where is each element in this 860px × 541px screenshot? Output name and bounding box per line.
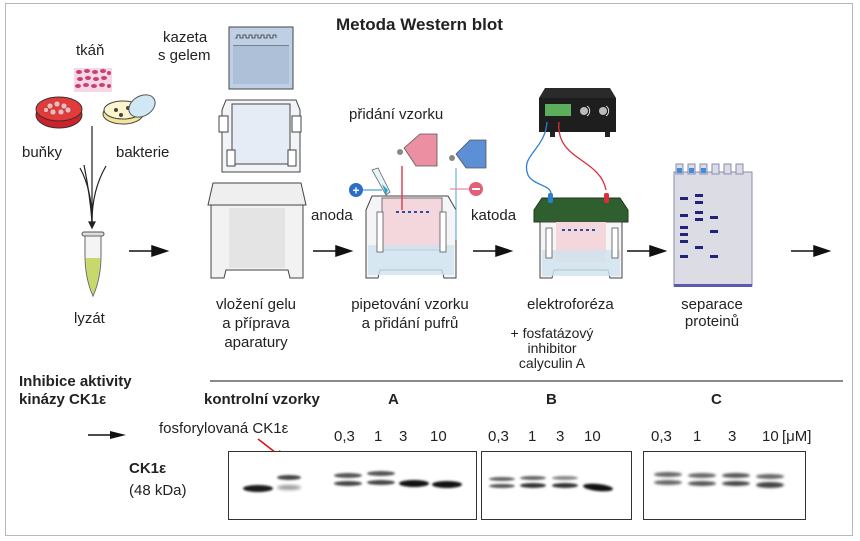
- band-b-2-upper: [520, 476, 546, 480]
- pipetting-apparatus-icon: +: [349, 133, 487, 279]
- phospho-label: fosforylovaná CK1ε: [159, 420, 289, 437]
- band-c-3-upper: [722, 473, 750, 478]
- band-b-1-upper: [489, 477, 515, 481]
- group-a-label: A: [388, 391, 399, 408]
- band-control-2-upper: [277, 475, 301, 480]
- blot-panel-b: [481, 451, 632, 520]
- band-a-3: [399, 480, 429, 487]
- gel-cassette-icon: [228, 26, 294, 90]
- cell-culture-dish-icon: [35, 96, 83, 129]
- band-a-1-lower: [334, 481, 362, 486]
- conc-a-3: 10: [430, 428, 447, 445]
- protein-label: CK1ε: [129, 460, 167, 477]
- band-a-2-lower: [367, 480, 395, 485]
- electrophoresis-tank-icon: [533, 193, 629, 279]
- left-arrow-icon: [88, 431, 126, 439]
- band-c-2-lower: [688, 481, 716, 486]
- conc-c-2: 3: [728, 428, 737, 445]
- label-cathode: katoda: [471, 207, 517, 224]
- band-b-3-lower: [552, 483, 578, 488]
- conc-a-0: 0,3: [334, 428, 355, 445]
- band-c-1-lower: [654, 480, 682, 485]
- band-b-1-lower: [489, 484, 515, 488]
- blot-panel-c: [643, 451, 806, 520]
- unit-label: [μM]: [782, 428, 812, 445]
- conc-c-0: 0,3: [651, 428, 672, 445]
- label-tissue: tkáň: [76, 42, 105, 59]
- inhibition-heading-2: kinázy CK1ε: [19, 391, 107, 408]
- label-gel-cassette-1: kazeta: [163, 29, 208, 46]
- svg-text:+: +: [352, 184, 359, 198]
- group-b-label: B: [546, 391, 557, 408]
- separated-gel-icon: [673, 163, 753, 287]
- conc-b-1: 1: [528, 428, 537, 445]
- conc-a-2: 3: [399, 428, 408, 445]
- label-electrophoresis: elektroforéza: [527, 296, 614, 313]
- band-c-2-upper: [688, 473, 716, 478]
- label-bacteria: bakterie: [116, 144, 170, 161]
- conc-b-0: 0,3: [488, 428, 509, 445]
- figure-title: Metoda Western blot: [336, 15, 503, 34]
- conc-a-1: 1: [374, 428, 383, 445]
- label-lysate: lyzát: [74, 310, 105, 327]
- label-sample-adding: přidání vzorku: [349, 106, 444, 123]
- band-a-1-upper: [334, 473, 362, 478]
- protein-mass-label: (48 kDa): [129, 482, 187, 499]
- label-anode: anoda: [311, 207, 353, 224]
- band-c-1-upper: [654, 472, 682, 477]
- band-c-3-lower: [722, 481, 750, 486]
- blot-panel-control-a: [228, 451, 477, 520]
- band-c-4-lower: [756, 482, 784, 488]
- power-supply-icon: [525, 88, 616, 194]
- label-gel-cassette-2: s gelem: [158, 47, 211, 64]
- band-control-2-lower: [277, 485, 301, 490]
- conc-b-2: 3: [556, 428, 565, 445]
- conc-c-3: 10: [762, 428, 779, 445]
- label-step-pipetting: pipetování vzorku a přidání pufrů: [351, 296, 469, 332]
- inhibition-heading-1: Inhibice aktivity: [19, 373, 132, 390]
- buffer-tank-icon: [207, 182, 307, 279]
- band-control-1: [243, 485, 273, 492]
- gel-holder-frame-icon: [218, 99, 302, 173]
- process-arrows: [129, 244, 832, 258]
- band-a-2-upper: [367, 471, 395, 476]
- label-step-separation: separace proteinů: [681, 296, 743, 330]
- label-step-gel: vložení gelu a příprava aparatury: [215, 296, 297, 351]
- label-inhibitor-note: + fosfatázový inhibitor calyculin A: [510, 325, 594, 371]
- band-c-4-upper: [756, 474, 784, 479]
- label-cells: buňky: [22, 144, 63, 161]
- band-a-4: [432, 481, 462, 488]
- conc-c-1: 1: [693, 428, 702, 445]
- tissue-icon: [74, 68, 112, 92]
- band-b-2-lower: [520, 483, 546, 488]
- lysate-tube-icon: [81, 231, 105, 298]
- band-b-3-upper: [552, 476, 578, 480]
- bacteria-dish-icon: [102, 94, 156, 125]
- conc-b-3: 10: [584, 428, 601, 445]
- control-samples-label: kontrolní vzorky: [204, 391, 320, 408]
- band-b-4: [582, 482, 614, 493]
- group-c-label: C: [711, 391, 722, 408]
- converging-arrows: [79, 126, 107, 230]
